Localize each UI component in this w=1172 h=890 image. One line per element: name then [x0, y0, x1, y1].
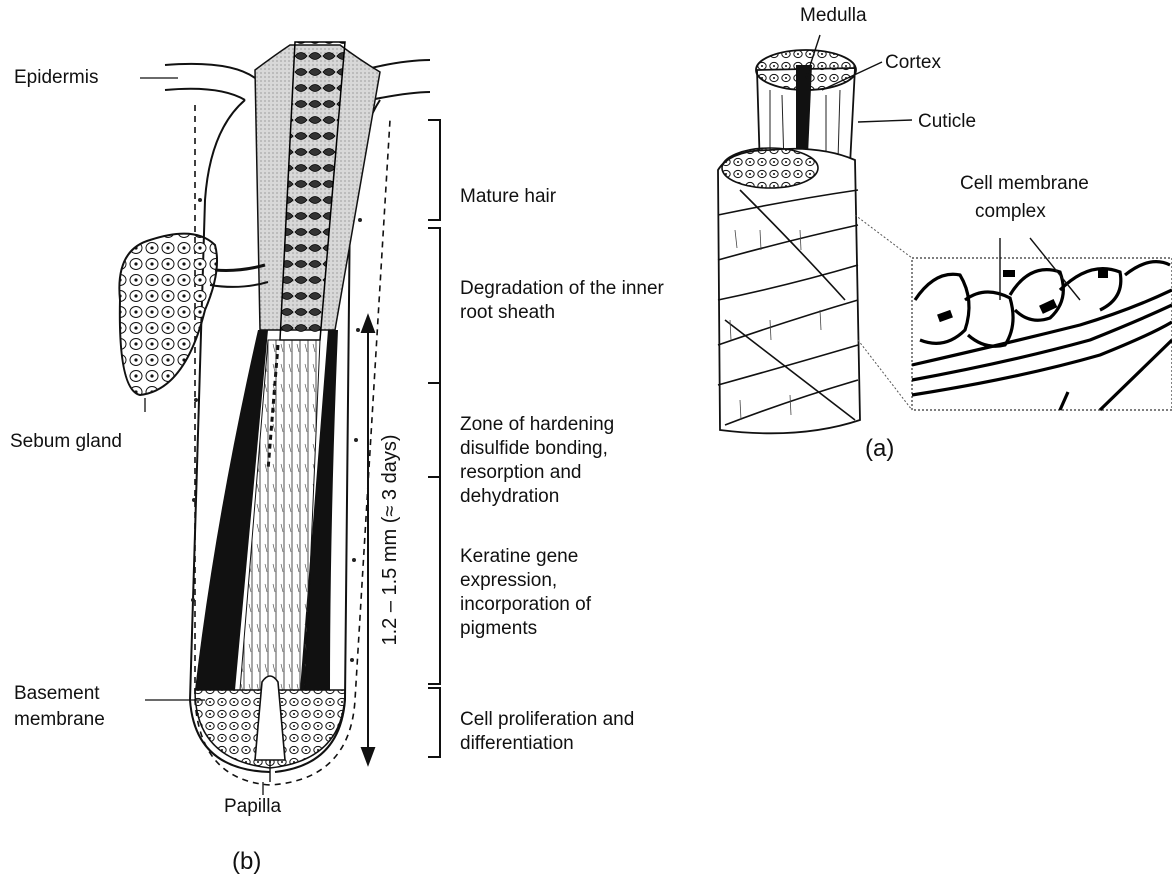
- label-basement-membrane-line1: Basement: [14, 682, 100, 706]
- length-scale-arrow: [362, 316, 374, 764]
- stage-keratine-expression: Keratine gene expression, incorporation …: [460, 545, 635, 641]
- label-basement-membrane-line2: membrane: [14, 708, 105, 732]
- sebum-duct: [215, 265, 265, 270]
- stage-hardening-zone: Zone of hardening disulfide bonding, res…: [460, 413, 665, 509]
- label-papilla: Papilla: [224, 795, 281, 819]
- panel-b-tag: (b): [232, 848, 261, 876]
- label-cuticle: Cuticle: [918, 110, 976, 134]
- stage-inner-root-sheath-degradation: Degradation of the inner root sheath: [460, 277, 665, 325]
- sebum-gland: [119, 234, 217, 395]
- length-scale-label: 1.2 – 1.5 mm (≈ 3 days): [378, 430, 402, 650]
- label-epidermis: Epidermis: [14, 66, 98, 90]
- label-medulla: Medulla: [800, 4, 867, 28]
- fiber-mid-cross-section: [722, 148, 818, 188]
- label-sebum-gland: Sebum gland: [10, 430, 122, 454]
- inset-connectors: [855, 215, 912, 410]
- stage-brackets: [428, 120, 440, 757]
- panel-a-tag: (a): [865, 435, 894, 463]
- label-cortex: Cortex: [885, 51, 941, 75]
- stage-mature-hair: Mature hair: [460, 185, 670, 209]
- label-cell-membrane-complex-line1: Cell membrane: [960, 172, 1089, 196]
- label-cell-membrane-complex-line2: complex: [975, 200, 1046, 224]
- fiber-lower-segment: [718, 149, 860, 434]
- stage-cell-proliferation: Cell proliferation and differentiation: [460, 708, 670, 756]
